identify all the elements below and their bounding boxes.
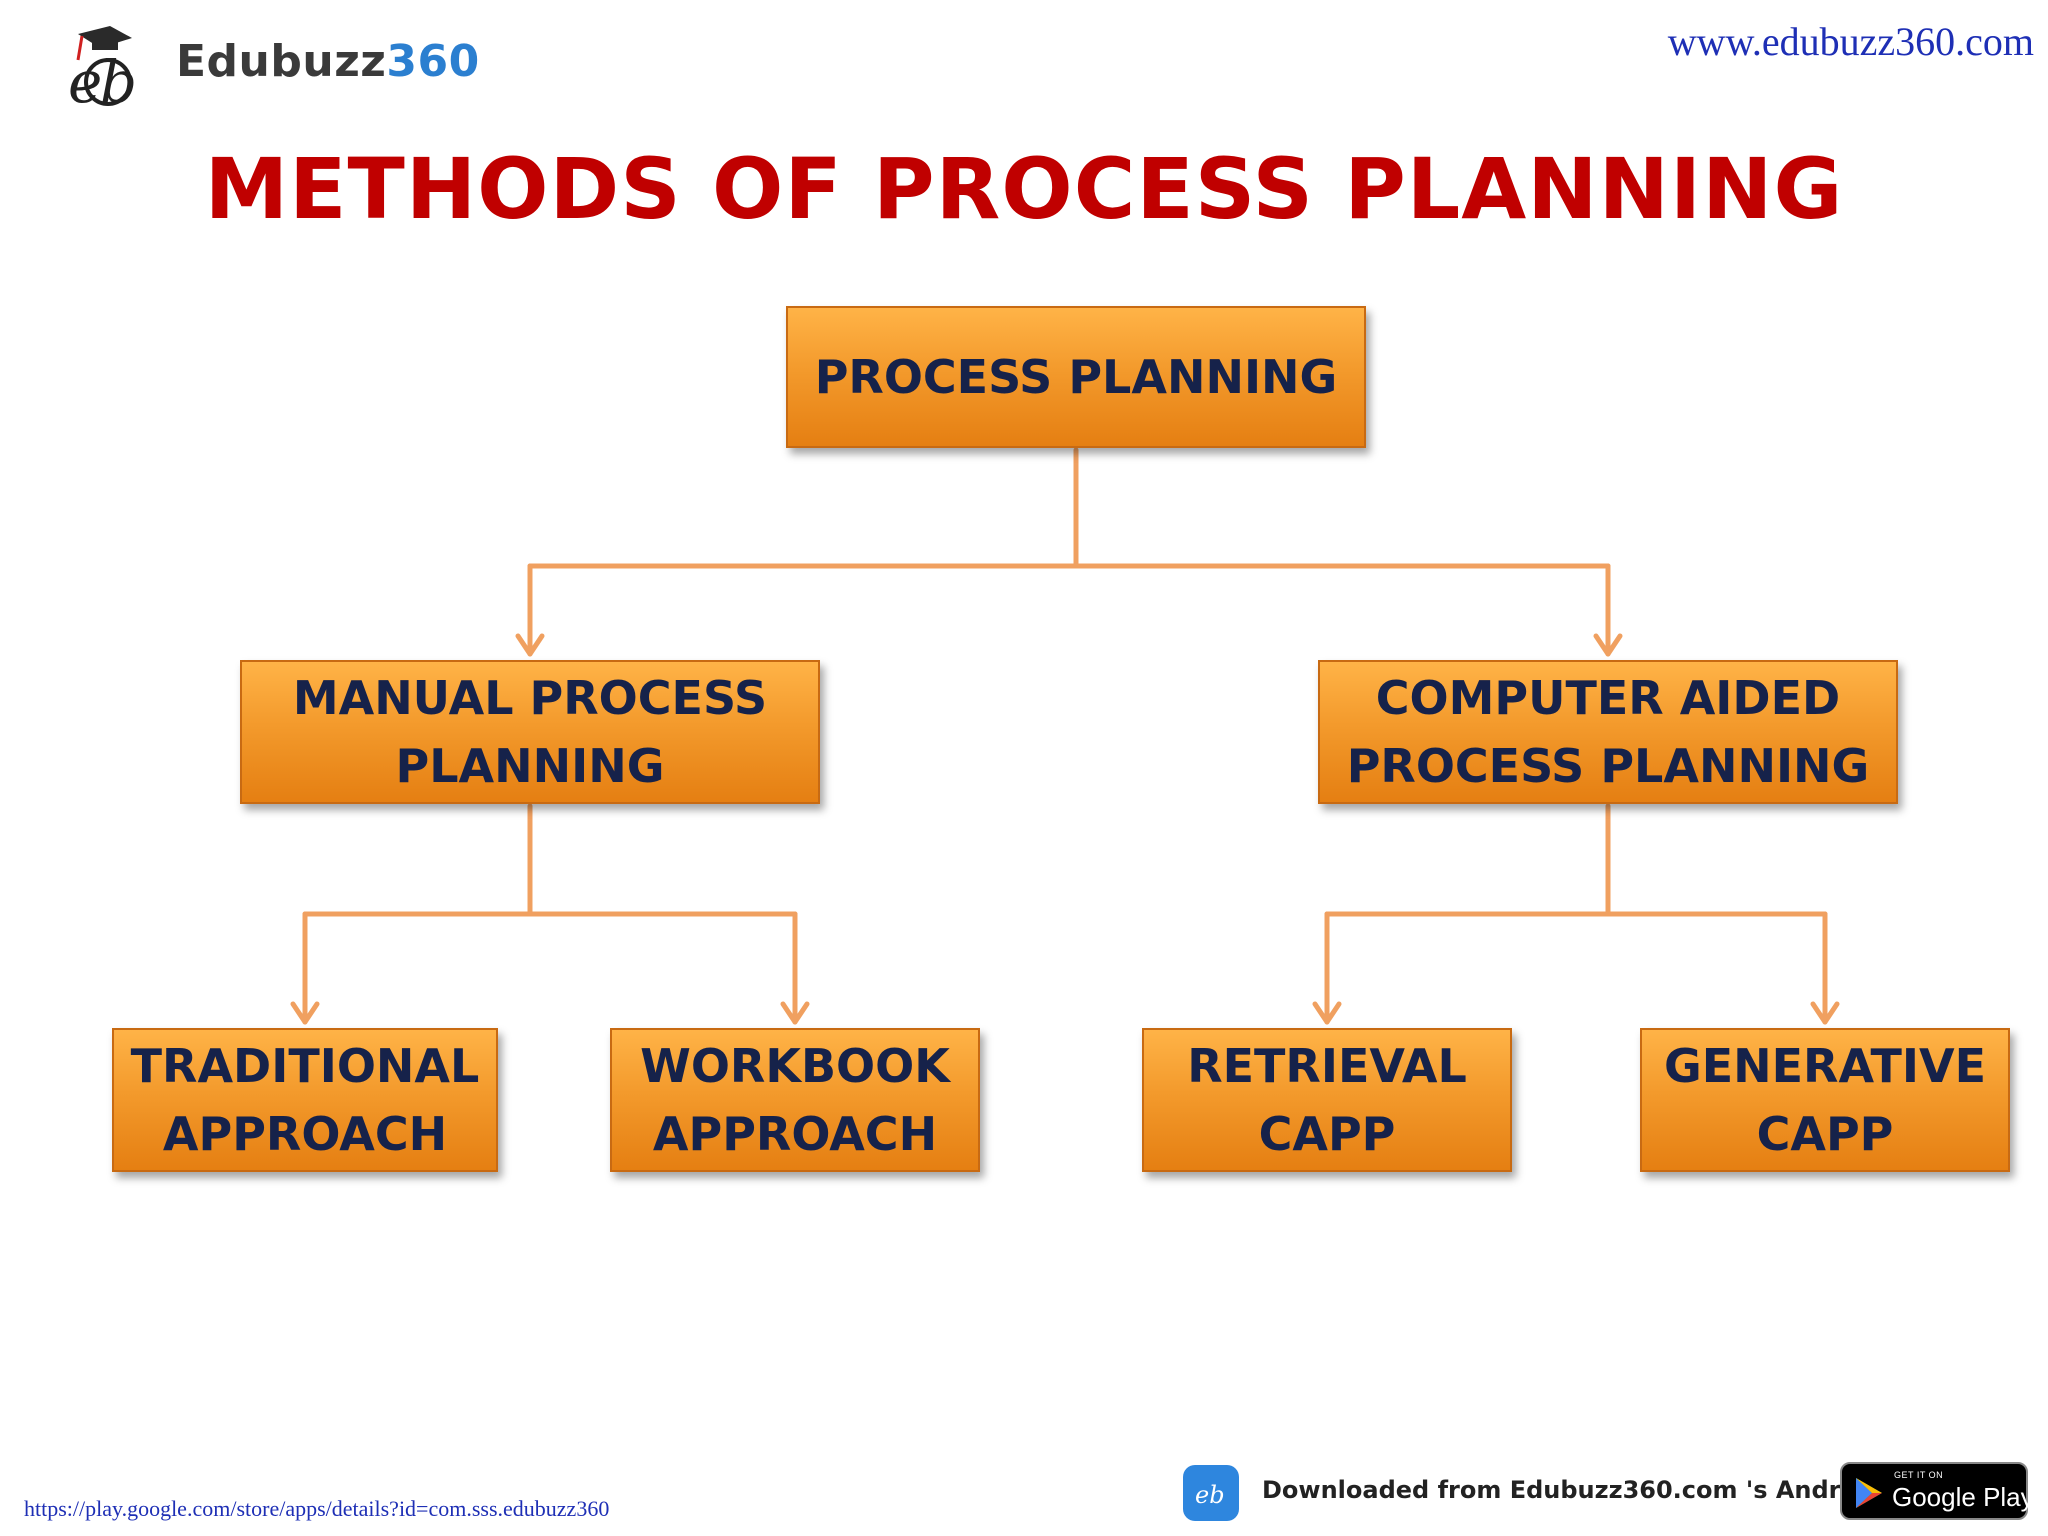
node-workbook-label-line1: WORKBOOK [640, 1039, 950, 1093]
node-workbook-approach: WORKBOOK APPROACH [610, 1028, 980, 1172]
node-computer-aided-process-planning: COMPUTER AIDED PROCESS PLANNING [1318, 660, 1898, 804]
node-capp-label-line1: COMPUTER AIDED [1375, 671, 1841, 725]
node-retrieval-label-line2: CAPP [1258, 1107, 1396, 1161]
node-process-planning-label: PROCESS PLANNING [814, 350, 1338, 404]
app-logo-icon: eb [1195, 1481, 1225, 1509]
node-generative-capp: GENERATIVE CAPP [1640, 1028, 2010, 1172]
node-retrieval-capp: RETRIEVAL CAPP [1142, 1028, 1512, 1172]
node-workbook-label-line2: APPROACH [652, 1107, 938, 1161]
logo-text: Edubuzz360 [176, 36, 480, 87]
edubuzz-logo: e b Edubuzz360 [48, 26, 479, 116]
node-retrieval-label-line1: RETRIEVAL [1187, 1039, 1467, 1093]
page-title: METHODS OF PROCESS PLANNING [204, 140, 1844, 238]
svg-text:eb: eb [1195, 1481, 1225, 1509]
arrow-head-traditional [290, 1001, 320, 1025]
node-traditional-label-line1: TRADITIONAL [130, 1039, 480, 1093]
play-store-link[interactable]: https://play.google.com/store/apps/detai… [24, 1496, 610, 1521]
arrow-head-workbook [780, 1001, 810, 1025]
node-generative-label-line1: GENERATIVE [1663, 1039, 1987, 1093]
arrow-head-retrieval [1312, 1001, 1342, 1025]
google-play-icon [1856, 1478, 1882, 1508]
node-traditional-approach: TRADITIONAL APPROACH [112, 1028, 498, 1172]
node-manual-label-line1: MANUAL PROCESS [292, 671, 768, 725]
badge-small-text: GET IT ON [1894, 1470, 1944, 1480]
download-notice: Downloaded from Edubuzz360.com 's Androi… [1262, 1476, 1944, 1504]
node-process-planning: PROCESS PLANNING [786, 306, 1366, 448]
arrow-head-manual [515, 633, 545, 657]
node-manual-label-line2: PLANNING [395, 739, 665, 793]
node-manual-process-planning: MANUAL PROCESS PLANNING [240, 660, 820, 804]
node-traditional-label-line2: APPROACH [162, 1107, 448, 1161]
edubuzz-app-icon[interactable]: eb [1183, 1465, 1239, 1521]
google-play-badge[interactable]: GET IT ON Google Play [1840, 1462, 2034, 1520]
site-url-link[interactable]: www.edubuzz360.com [1667, 19, 2034, 64]
arrow-head-capp [1593, 633, 1623, 657]
arrow-head-generative [1810, 1001, 1840, 1025]
graduation-cap-icon: e b [68, 26, 137, 116]
node-generative-label-line2: CAPP [1756, 1107, 1894, 1161]
badge-big-text: Google Play [1892, 1482, 2034, 1512]
node-capp-label-line2: PROCESS PLANNING [1346, 739, 1870, 793]
